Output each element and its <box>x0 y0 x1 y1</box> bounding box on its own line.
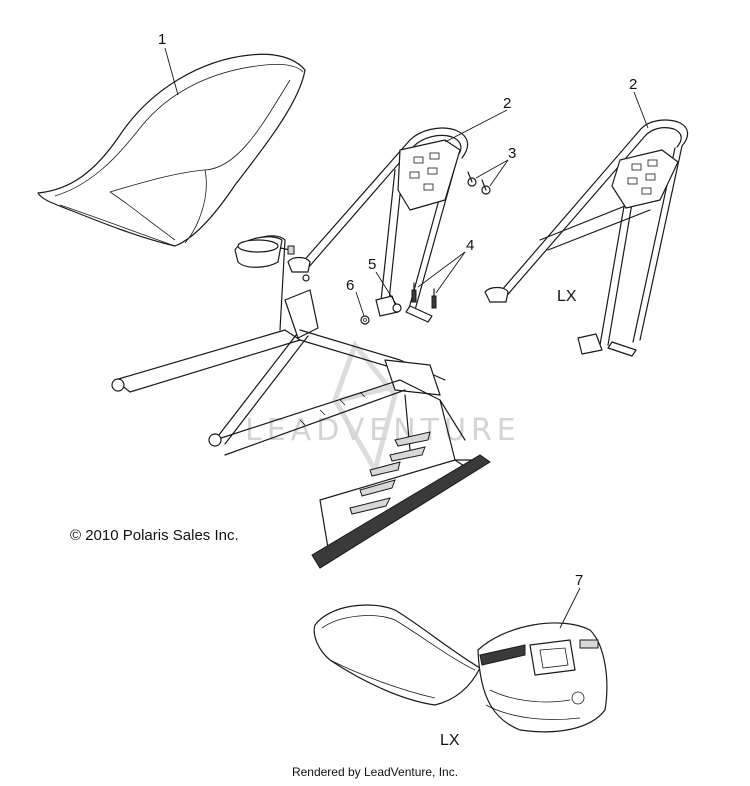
callout-nut-6: 6 <box>346 277 354 294</box>
seat-lx-cowl-part <box>477 622 608 733</box>
copyright-notice: © 2010 Polaris Sales Inc. <box>70 527 239 544</box>
variant-label-rear-rack: LX <box>557 288 577 305</box>
watermark: LEADVENTURE <box>245 339 521 477</box>
callout-nut-5: 5 <box>368 256 376 273</box>
callout-rack-lx: 2 <box>629 76 637 93</box>
callouts: 1 2 2 3 4 5 6 7 <box>158 31 637 589</box>
callout-screws: 4 <box>466 237 474 254</box>
watermark-text: LEADVENTURE <box>245 413 521 448</box>
variant-label-bottom-assembly: LX <box>440 732 460 749</box>
leader-lines <box>164 47 649 629</box>
seat-lx-left-part <box>313 604 481 706</box>
callout-rack: 2 <box>503 95 511 112</box>
callout-bolts: 3 <box>508 145 516 162</box>
nut-5-part <box>392 303 402 313</box>
rear-rack-part <box>261 127 469 323</box>
callout-seat: 1 <box>158 31 166 48</box>
rear-rack-lx-part <box>484 119 689 357</box>
footer-credit: Rendered by LeadVenture, Inc. <box>291 765 459 779</box>
screws-part <box>411 282 437 309</box>
bolts-part <box>467 171 491 195</box>
callout-seat-lx: 7 <box>575 572 583 589</box>
chassis-frame-part <box>111 235 491 569</box>
seat-part <box>37 53 306 247</box>
nut-6-part <box>360 315 370 325</box>
